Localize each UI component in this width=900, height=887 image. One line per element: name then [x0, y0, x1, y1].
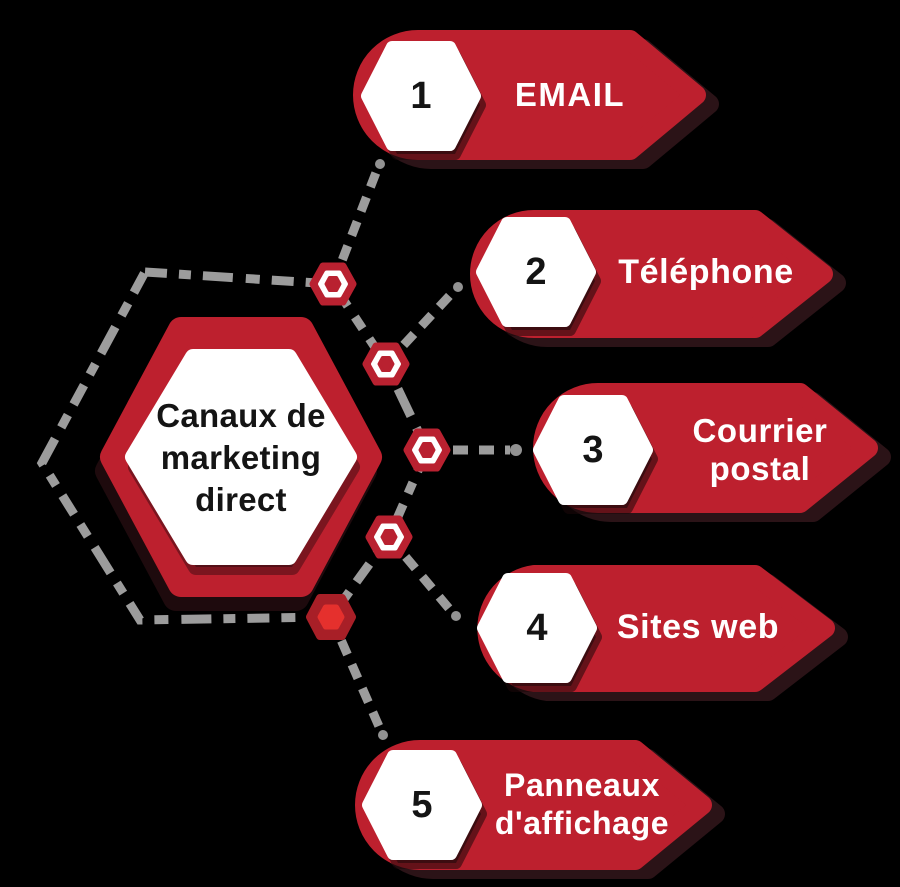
node-1-core — [324, 276, 342, 292]
pill-email — [353, 30, 719, 169]
pill-sites-web — [477, 565, 848, 701]
connector-line-4 — [385, 534, 456, 615]
item-number-1: 1 — [410, 74, 432, 117]
connector-dot-1 — [375, 159, 385, 169]
item-number-2: 2 — [525, 250, 547, 293]
node-hexagon-3 — [403, 428, 451, 472]
connector-dot-4 — [451, 611, 461, 621]
badge-1 — [361, 41, 481, 151]
item-label-courrier-postal: Courrier postal — [692, 412, 828, 487]
node-5-core — [317, 604, 345, 630]
node-3-core — [418, 442, 436, 458]
pill-courrier-postal — [533, 383, 891, 522]
item-number-3: 3 — [582, 428, 604, 471]
connector-dot-2 — [453, 282, 463, 292]
connector-dot-3 — [510, 444, 522, 456]
node-hexagon-1 — [309, 262, 357, 306]
item-number-4: 4 — [526, 606, 548, 649]
badge-2 — [476, 217, 596, 327]
connector-line-2 — [382, 288, 457, 368]
node-hexagon-4 — [365, 515, 413, 559]
item-number-5: 5 — [411, 783, 433, 826]
pill-panneaux — [355, 740, 725, 879]
node-2-core — [377, 356, 395, 372]
badge-4 — [477, 573, 597, 683]
item-label-telephone: Téléphone — [618, 253, 794, 291]
node-hexagon-5 — [306, 594, 356, 640]
item-label-sites-web: Sites web — [616, 608, 780, 646]
connector-dot-5 — [378, 730, 388, 740]
badge-5 — [362, 750, 482, 860]
center-hexagon-face — [125, 349, 357, 565]
connector-line-1 — [328, 168, 382, 286]
item-label-email: EMAIL — [514, 76, 626, 113]
center-title: Canaux de marketing direct — [156, 397, 326, 518]
pill-telephone — [470, 210, 846, 347]
node-hexagon-2 — [362, 342, 410, 386]
center-hexagon — [95, 317, 382, 611]
connector-line-5 — [326, 615, 386, 733]
badge-3 — [533, 395, 653, 505]
node-4-core — [380, 529, 398, 545]
item-label-panneaux: Panneaux d'affichage — [494, 767, 670, 841]
